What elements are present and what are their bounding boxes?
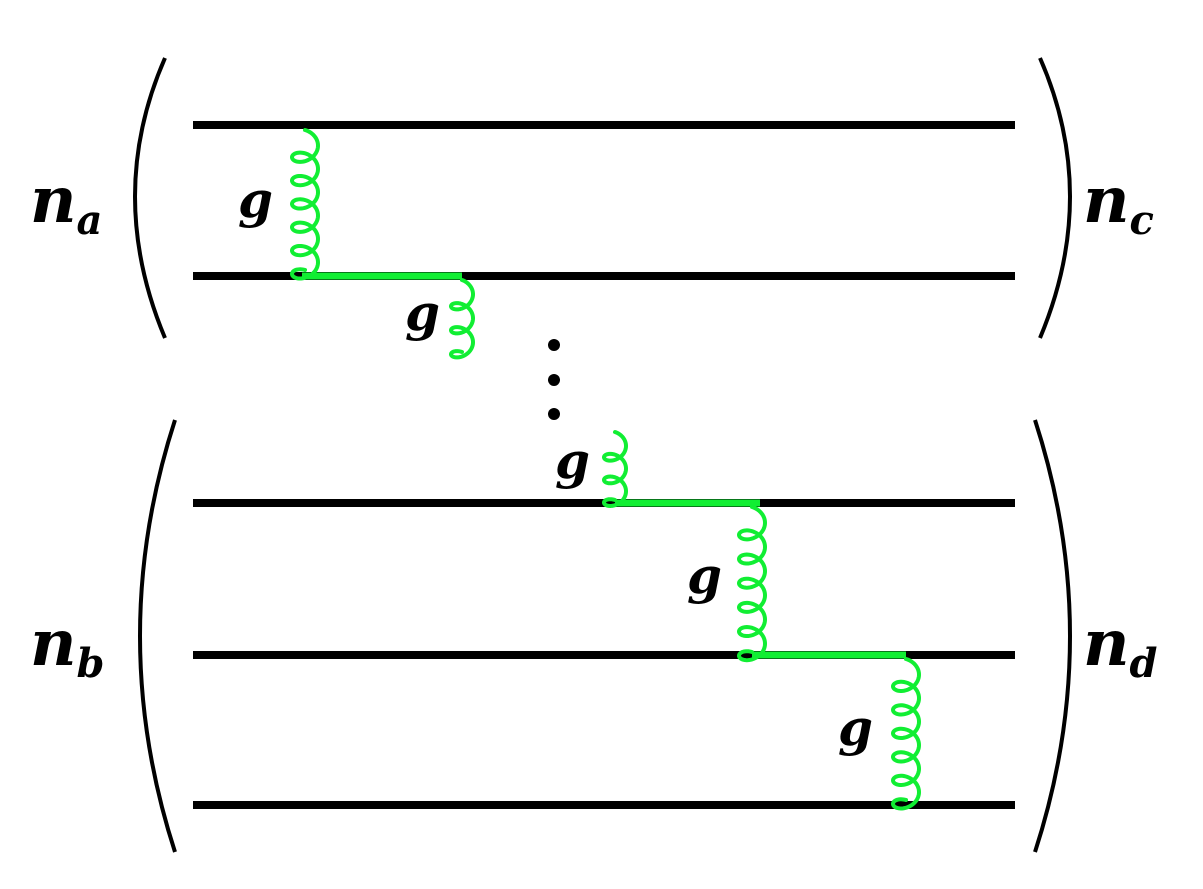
ellipsis-dot-3: [548, 408, 560, 420]
gluon-label-4: g: [687, 546, 722, 605]
gluon-label-3: g: [555, 431, 590, 490]
label-n-b: nb: [30, 606, 105, 687]
gluon-coil-3: [601, 430, 629, 508]
gluon-coil-1: [289, 128, 321, 281]
left-paren-bottom: [138, 419, 177, 853]
right-paren-top: [1038, 57, 1072, 339]
gluon-label-1: g: [238, 170, 273, 229]
label-n-d: nd: [1083, 606, 1158, 687]
label-n-a: na: [30, 163, 102, 244]
left-paren-top: [133, 57, 167, 339]
ellipsis-dot-1: [548, 339, 560, 351]
gluon-coil-2: [448, 278, 476, 360]
gluon-coil-4: [736, 505, 768, 663]
gluon-coil-5: [890, 657, 922, 811]
ellipsis-dot-2: [548, 374, 560, 386]
gluon-label-2: g: [405, 283, 440, 342]
right-paren-bottom: [1033, 419, 1072, 853]
gluon-label-5: g: [838, 698, 873, 757]
label-n-c: nc: [1083, 163, 1154, 244]
